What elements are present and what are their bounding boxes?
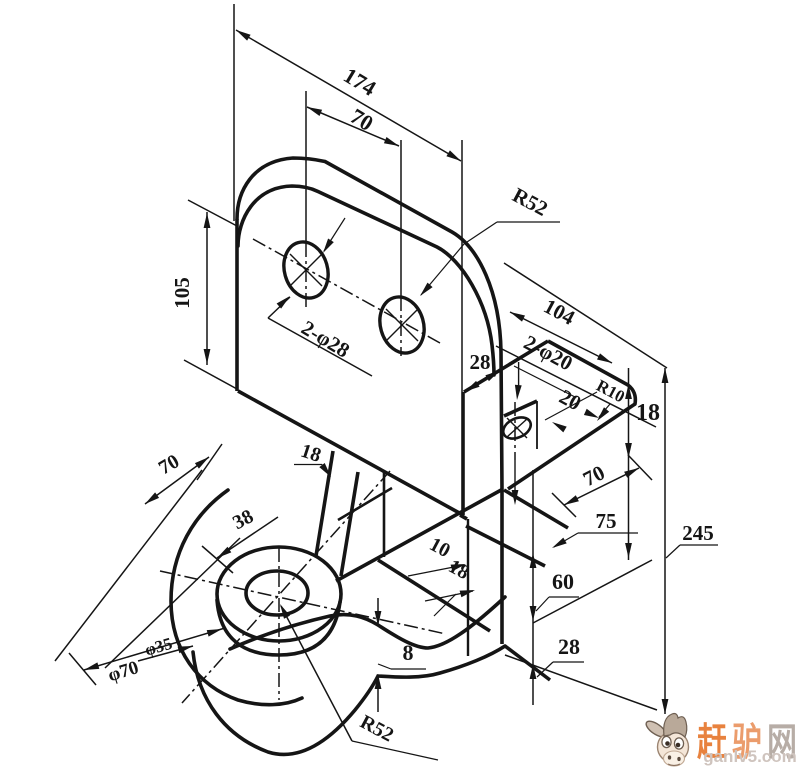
- svg-text:18: 18: [636, 400, 660, 426]
- svg-text:赶: 赶: [697, 722, 728, 764]
- svg-text:驴: 驴: [732, 722, 762, 764]
- svg-text:ganlv5.com: ganlv5.com: [703, 747, 797, 766]
- svg-text:245: 245: [682, 521, 714, 545]
- svg-text:28: 28: [558, 634, 580, 659]
- svg-text:28: 28: [470, 350, 491, 374]
- svg-text:网: 网: [767, 722, 797, 764]
- svg-text:60: 60: [552, 569, 574, 594]
- svg-text:75: 75: [596, 509, 617, 533]
- svg-text:8: 8: [403, 640, 414, 665]
- svg-text:105: 105: [170, 277, 194, 309]
